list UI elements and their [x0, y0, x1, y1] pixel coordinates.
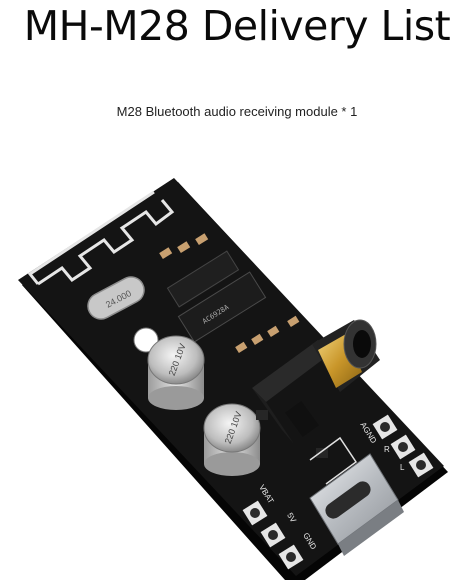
audio-jack — [252, 319, 380, 444]
ic-chip-small — [166, 250, 240, 308]
silkscreen-outline — [309, 436, 358, 485]
transistor-1 — [256, 410, 268, 420]
usb-c-connector — [309, 453, 404, 556]
delivery-item-line: M28 Bluetooth audio receiving module * 1 — [116, 104, 358, 119]
top-resistor-array — [159, 233, 209, 260]
pin-label-l: L — [400, 463, 405, 472]
capacitor-1: 220 10V — [147, 335, 205, 410]
pcb-board — [18, 178, 444, 576]
mounting-hole — [133, 327, 159, 353]
antenna-trace — [37, 199, 175, 286]
page-title: MH-M28 Delivery List — [23, 2, 451, 50]
pin-label-r: R — [384, 445, 390, 454]
capacitor-2: 220 10V — [203, 403, 261, 476]
middle-resistors — [235, 315, 300, 354]
ic-chip-main: AC6928A — [177, 271, 267, 343]
crystal-oscillator: 24.000 — [87, 276, 145, 320]
transistor-2 — [316, 448, 328, 458]
